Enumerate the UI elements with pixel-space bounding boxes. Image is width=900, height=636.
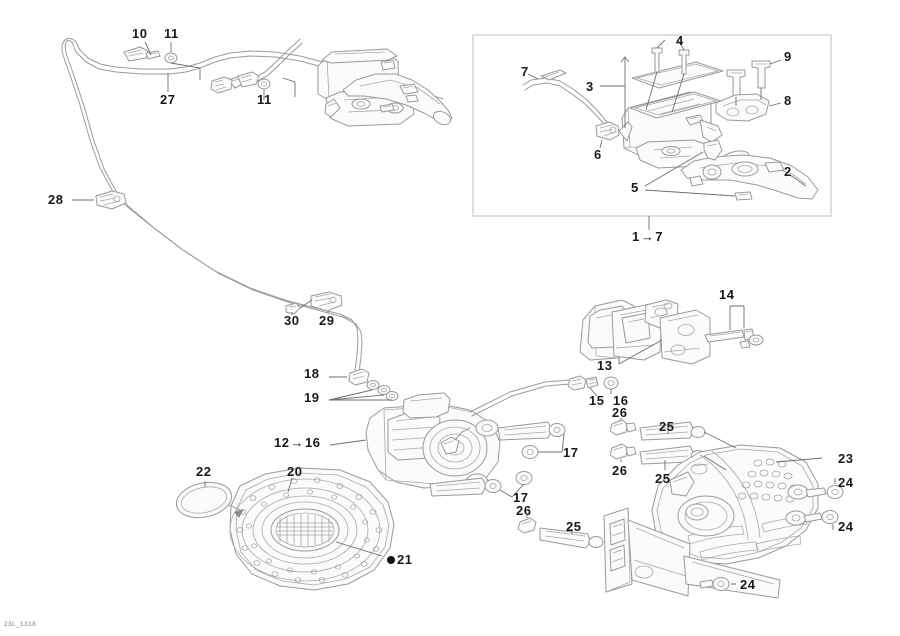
callout-10[interactable]: 10 [132,26,148,41]
callout-14[interactable]: 14 [719,287,735,302]
inset-group-from-label: 1 [632,229,640,244]
callout-2[interactable]: 2 [784,164,792,179]
callout-24-bottom[interactable]: 24 [740,577,756,592]
arrow-glyph: → [640,229,655,244]
filled-dot-marker-icon [387,555,395,564]
callout-17-lower[interactable]: 17 [513,490,529,505]
callout-28[interactable]: 28 [48,192,64,207]
diagram-footer-code: 23L_1318 [4,621,37,628]
callout-25-mid[interactable]: 25 [655,471,671,486]
callout-3[interactable]: 3 [586,79,594,94]
inset-box [472,34,832,217]
group-to-label: 16 [304,435,321,450]
callout-8[interactable]: 8 [784,93,792,108]
callout-21-label: 21 [397,552,413,567]
callout-group-1-7[interactable]: 1→7 [632,230,663,243]
arrow-glyph: → [290,435,304,450]
callout-7[interactable]: 7 [521,64,529,79]
callout-5[interactable]: 5 [631,180,639,195]
callout-30[interactable]: 30 [284,313,300,328]
inset-group-to-label: 7 [655,229,663,244]
callout-15[interactable]: 15 [589,393,605,408]
callout-4[interactable]: 4 [676,33,684,48]
callout-9[interactable]: 9 [784,49,792,64]
callout-26-upper[interactable]: 26 [612,405,628,420]
callout-26-lower[interactable]: 26 [612,463,628,478]
callout-18[interactable]: 18 [304,366,320,381]
callout-17-upper[interactable]: 17 [563,445,579,460]
callout-11-lower[interactable]: 11 [257,92,272,107]
callout-24-upper[interactable]: 24 [838,475,854,490]
callout-25-bottom[interactable]: 25 [566,519,582,534]
callout-23[interactable]: 23 [838,451,854,466]
callout-group-12-16[interactable]: 12→16 [274,436,320,449]
callout-22[interactable]: 22 [196,464,212,479]
callout-19[interactable]: 19 [304,390,320,405]
callout-21-dotted[interactable]: 21 [387,553,412,566]
callout-16[interactable]: 16 [613,393,629,408]
callout-11-upper[interactable]: 11 [164,26,179,41]
callout-25-upper[interactable]: 25 [659,419,675,434]
callout-20[interactable]: 20 [287,464,303,479]
callout-27[interactable]: 27 [160,92,176,107]
callout-29[interactable]: 29 [319,313,335,328]
group-from-label: 12 [274,435,290,450]
callout-26-bottom[interactable]: 26 [516,503,532,518]
callout-13[interactable]: 13 [597,358,613,373]
callout-24-lower[interactable]: 24 [838,519,854,534]
callout-6[interactable]: 6 [594,147,602,162]
